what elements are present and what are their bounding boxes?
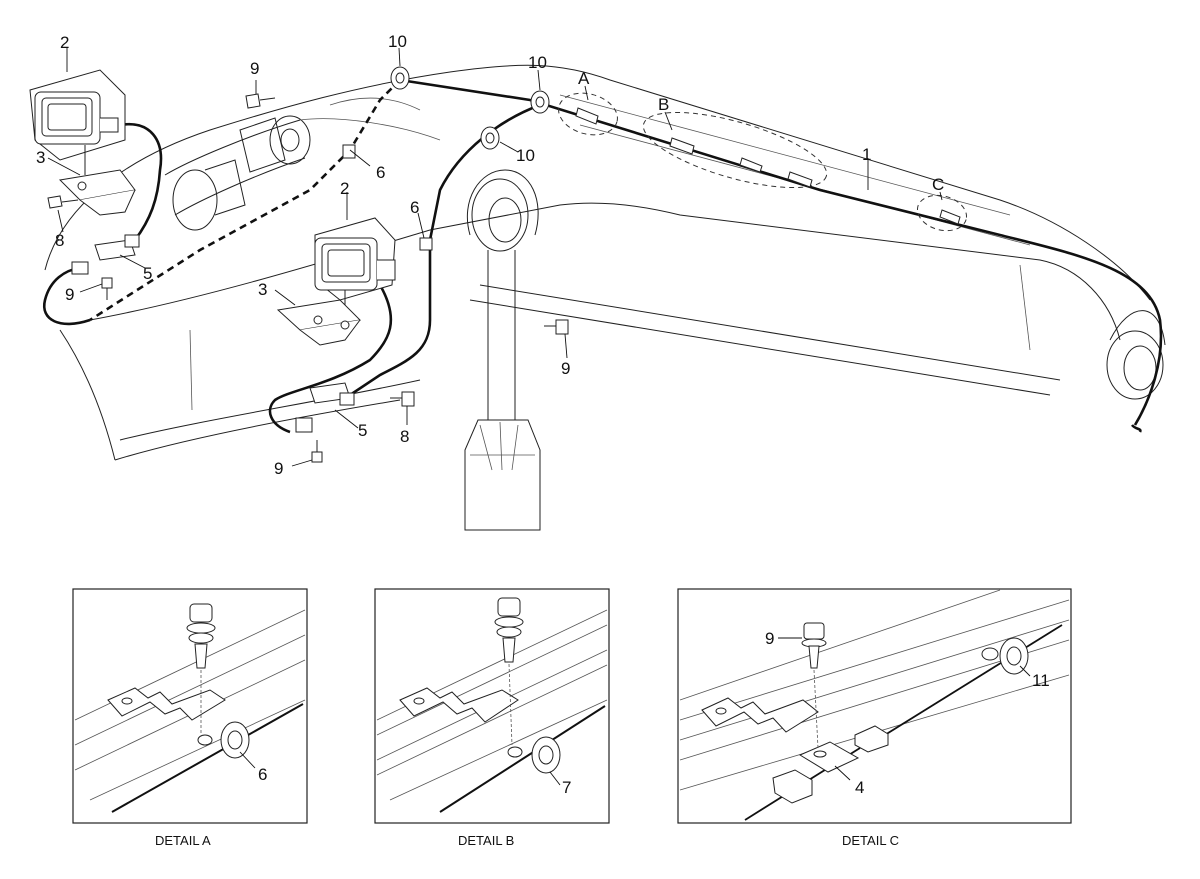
- callout-6-mid: 6: [410, 198, 419, 217]
- detail-c-callout-9: 9: [765, 629, 774, 648]
- callout-6-upper: 6: [376, 163, 385, 182]
- detail-a-callout-6: 6: [258, 765, 267, 784]
- callout-1: 1: [862, 145, 871, 164]
- bracket-center: [276, 299, 362, 433]
- callout-8-center: 8: [400, 427, 409, 446]
- detail-c-panel: 9 4 11: [677, 588, 1072, 824]
- boom-structure: [44, 64, 1166, 531]
- fasteners-center: [311, 237, 569, 463]
- callout-9-left: 9: [65, 285, 74, 304]
- callout-8-left: 8: [55, 231, 64, 250]
- wire-harness: [42, 78, 1163, 434]
- callout-2-left: 2: [60, 33, 69, 52]
- detail-marker-b-circle: [642, 111, 828, 189]
- callout-2-center: 2: [340, 179, 349, 198]
- detail-a-panel: 6: [72, 588, 308, 824]
- callout-10-mid: 10: [528, 53, 547, 72]
- detail-marker-a: A: [578, 69, 590, 88]
- callout-labels: 1 2 2 3 3 5 5 6 6 8 8 9 9 9 9 10 10 10 A…: [36, 32, 944, 478]
- detail-markers: [558, 92, 968, 232]
- detail-marker-a-circle: [558, 92, 618, 136]
- detail-marker-b: B: [658, 95, 669, 114]
- grommets: [390, 66, 550, 150]
- detail-marker-c-circle: [916, 194, 968, 232]
- fasteners-left: [47, 93, 356, 300]
- work-lamp-center: [314, 217, 396, 310]
- detail-b-callout-7: 7: [562, 778, 571, 797]
- callout-10-lower: 10: [516, 146, 535, 165]
- callout-9-bottom: 9: [274, 459, 283, 478]
- detail-c-caption: DETAIL C: [842, 833, 899, 848]
- callout-10-left: 10: [388, 32, 407, 51]
- leader-lines: [47, 47, 943, 467]
- callout-9-top: 9: [250, 59, 259, 78]
- detail-b-caption: DETAIL B: [458, 833, 514, 848]
- detail-b-panel: 7: [374, 588, 610, 824]
- work-lamp-left: [29, 69, 126, 175]
- bracket-left: [58, 169, 140, 275]
- callout-5-left: 5: [143, 264, 152, 283]
- detail-marker-c: C: [932, 175, 944, 194]
- callout-9-right: 9: [561, 359, 570, 378]
- callout-3-left: 3: [36, 148, 45, 167]
- detail-c-callout-4: 4: [855, 778, 864, 797]
- callout-3-center: 3: [258, 280, 267, 299]
- detail-a-caption: DETAIL A: [155, 833, 211, 848]
- callout-5-center: 5: [358, 421, 367, 440]
- detail-c-callout-11: 11: [1032, 671, 1050, 690]
